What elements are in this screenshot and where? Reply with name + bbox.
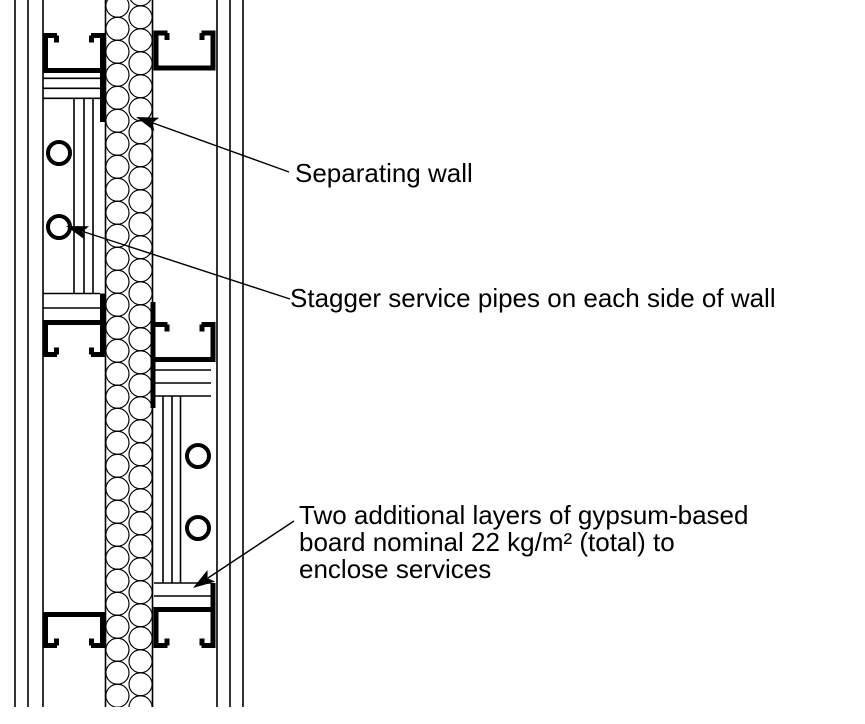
- annotation-leaders: [66, 117, 295, 588]
- stud-frame-left: [43, 33, 105, 648]
- service-pipes-left: [46, 140, 72, 240]
- leader-line-additional-layers: [207, 520, 295, 579]
- enclosure-cap-lines-top: [43, 77, 100, 100]
- label-separating-wall: Separating wall: [295, 158, 473, 188]
- insulation-core: [104, 0, 154, 707]
- c-stud-top-left: [43, 33, 105, 122]
- label-additional-layers-line2: board nominal 22 kg/m² (total) to: [299, 527, 675, 557]
- label-stagger-pipes: Stagger service pipes on each side of wa…: [290, 283, 776, 313]
- wall-lining-right: [216, 0, 244, 707]
- leader-line-separating-wall: [152, 122, 290, 173]
- enclosure-side-lines: [162, 396, 182, 583]
- arrowhead-stagger-pipes: [66, 226, 90, 240]
- service-enclosure-left: [43, 77, 100, 309]
- insulation-hatch: [106, 0, 152, 707]
- c-stud-top-right: [153, 30, 216, 71]
- stud-frame-right: [150, 30, 216, 648]
- wall-lining-left: [14, 0, 44, 707]
- service-pipe: [185, 443, 211, 469]
- c-stud-middle-left: [43, 293, 105, 357]
- label-additional-layers-line3: enclose services: [299, 554, 492, 584]
- enclosure-cap-lines-top: [154, 369, 211, 397]
- service-pipes-right: [185, 443, 211, 541]
- c-stud-bottom-left: [43, 612, 105, 648]
- service-pipe: [46, 140, 72, 166]
- label-additional-layers-line1: Two additional layers of gypsum-based: [299, 500, 749, 530]
- service-pipe: [185, 515, 211, 541]
- c-stud-bottom-right: [153, 583, 216, 648]
- enclosure-side-lines: [73, 98, 94, 294]
- enclosure-cap-lines-bottom: [43, 292, 100, 309]
- c-stud-middle-right: [150, 302, 216, 408]
- label-additional-layers: Two additional layers of gypsum-based bo…: [299, 502, 748, 583]
- arrowhead-separating-wall: [136, 117, 160, 131]
- service-pipe: [46, 214, 72, 240]
- arrowhead-additional-layers: [193, 570, 216, 588]
- service-enclosure-right: [154, 369, 211, 597]
- leader-line-stagger-pipes: [82, 230, 291, 300]
